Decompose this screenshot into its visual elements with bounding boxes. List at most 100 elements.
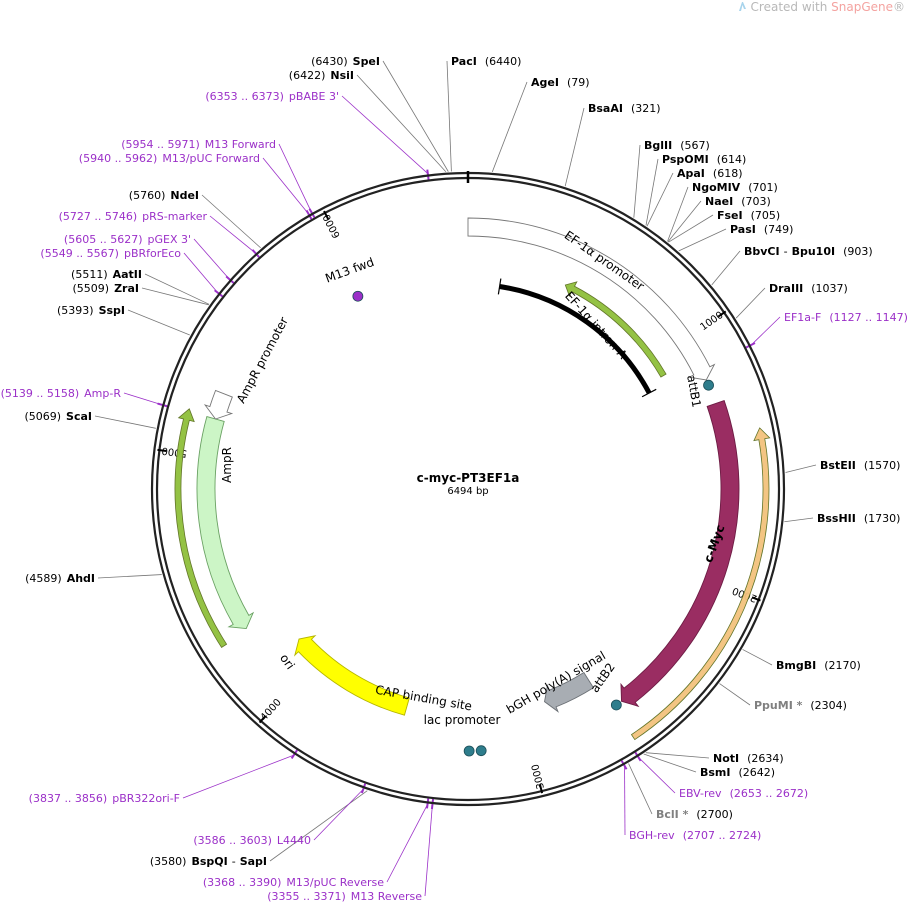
label-leader bbox=[201, 194, 261, 249]
primer-label: (5727 .. 5746) pRS-marker bbox=[59, 210, 208, 223]
label-pos: (4589) bbox=[25, 572, 62, 585]
watermark-prefix: Created with bbox=[750, 0, 828, 14]
label-name: NotI bbox=[713, 752, 739, 765]
label-leader bbox=[144, 273, 210, 305]
site-label: ApaI(618) bbox=[677, 167, 743, 180]
label-pos: (2707 .. 2724) bbox=[683, 829, 762, 842]
label-pos: (5549 .. 5567) bbox=[40, 247, 119, 260]
feature-label: ori bbox=[277, 651, 297, 672]
label-leader bbox=[382, 60, 449, 172]
label-leader bbox=[678, 228, 727, 252]
label-pos: (3586 .. 3603) bbox=[193, 834, 272, 847]
label-pos: (5509) bbox=[73, 282, 110, 295]
label-pos: (5069) bbox=[24, 410, 61, 423]
site-label: (3580)BspQI-SapI bbox=[150, 855, 267, 868]
label-name: NsiI bbox=[330, 69, 354, 82]
label-pos: (3368 .. 3390) bbox=[203, 876, 282, 889]
label-pos: (2304) bbox=[810, 699, 847, 712]
label-dash: - bbox=[784, 245, 788, 258]
primer-label: (3586 .. 3603) L4440 bbox=[193, 834, 311, 847]
label-pos: (2634) bbox=[747, 752, 784, 765]
label-leader-lines bbox=[94, 60, 817, 897]
site-label: (5511)AatII bbox=[71, 268, 142, 281]
site-label: (4589)AhdI bbox=[25, 572, 95, 585]
label-alt: Bpu10I bbox=[792, 245, 836, 258]
tick-mark bbox=[717, 310, 727, 318]
tick-mark bbox=[323, 210, 330, 220]
feature-arrow bbox=[203, 389, 234, 420]
label-leader bbox=[751, 316, 781, 346]
label-name: PasI bbox=[730, 223, 756, 236]
label-name: ZraI bbox=[114, 282, 139, 295]
watermark-reg: ® bbox=[893, 0, 905, 14]
label-pos: (2642) bbox=[739, 766, 776, 779]
primer-label: (3837 .. 3856)pBR322ori-F bbox=[29, 792, 180, 805]
label-name: BmgBI bbox=[776, 659, 816, 672]
label-pos: (749) bbox=[764, 223, 794, 236]
label-leader bbox=[278, 143, 312, 213]
feature-label: M13 fwd bbox=[323, 255, 376, 286]
label-leader bbox=[123, 392, 162, 406]
label-name: BspQI bbox=[191, 855, 227, 868]
label-leader bbox=[141, 287, 209, 306]
label-leader bbox=[645, 158, 659, 226]
label-leader bbox=[209, 215, 256, 254]
label-name: pRS-marker bbox=[142, 210, 207, 223]
label-leader bbox=[668, 214, 714, 243]
site-label: (5509) ZraI bbox=[73, 282, 140, 295]
label-name: L4440 bbox=[277, 834, 311, 847]
site-label: (5393)SspI bbox=[57, 304, 125, 317]
label-name: M13/pUC Reverse bbox=[286, 876, 384, 889]
label-name: BglII bbox=[644, 139, 672, 152]
label-leader bbox=[645, 752, 710, 759]
site-label: BssHII(1730) bbox=[817, 512, 900, 525]
primer-label: EBV-rev(2653 .. 2672) bbox=[679, 787, 808, 800]
site-label: BclI *(2700) bbox=[656, 808, 733, 821]
label-pos: (3355 .. 3371) bbox=[267, 890, 346, 903]
label-leader bbox=[313, 788, 364, 841]
primer-label: (5549 .. 5567)pBRforEco bbox=[40, 247, 181, 260]
primer-band bbox=[174, 408, 228, 648]
label-pos: (2170) bbox=[824, 659, 861, 672]
site-label: DraIII(1037) bbox=[769, 282, 848, 295]
primer-bands bbox=[174, 281, 771, 741]
label-pos: (703) bbox=[741, 195, 771, 208]
tick-label: 3000 bbox=[530, 763, 547, 790]
label-leader bbox=[94, 415, 156, 429]
label-leader bbox=[491, 81, 528, 173]
label-dash: - bbox=[232, 855, 236, 868]
feature-label: AmpR promoter bbox=[234, 315, 291, 406]
label-leader bbox=[97, 574, 162, 579]
label-name: Amp-R bbox=[84, 387, 121, 400]
tick-mark bbox=[538, 784, 544, 794]
feature-small bbox=[352, 290, 364, 302]
label-pos: (2700) bbox=[696, 808, 733, 821]
primer-label: (3355 .. 3371) M13 Reverse bbox=[267, 890, 422, 903]
feature-arrow bbox=[620, 400, 740, 708]
label-leader bbox=[341, 95, 429, 174]
tick-label: 4000 bbox=[259, 697, 284, 723]
tick-mark bbox=[751, 596, 761, 602]
label-pos: (6430) bbox=[311, 55, 348, 68]
label-pos: (321) bbox=[631, 102, 661, 115]
site-label: PpuMI *(2304) bbox=[754, 699, 847, 712]
label-leader bbox=[564, 107, 585, 187]
label-name: SspI bbox=[99, 304, 125, 317]
label-leader bbox=[269, 790, 368, 862]
label-name: DraIII bbox=[769, 282, 803, 295]
label-pos: (701) bbox=[748, 181, 778, 194]
label-pos: (705) bbox=[751, 209, 781, 222]
label-leader bbox=[785, 464, 817, 473]
feature-arrow bbox=[544, 671, 595, 713]
label-pos: (1730) bbox=[864, 512, 901, 525]
label-pos: (5139 .. 5158) bbox=[1, 387, 80, 400]
label-name: pBR322ori-F bbox=[112, 792, 180, 805]
label-name: M13 Reverse bbox=[351, 890, 422, 903]
plasmid-name: c-myc-PT3EF1a bbox=[417, 471, 520, 485]
site-label: NotI (2634) bbox=[713, 752, 784, 765]
feature-small bbox=[475, 745, 487, 757]
tick-label: 1000 bbox=[698, 310, 725, 334]
site-label: BmgBI (2170) bbox=[776, 659, 861, 672]
label-pos: (1127 .. 1147) bbox=[829, 311, 908, 324]
label-pos: (5727 .. 5746) bbox=[59, 210, 138, 223]
